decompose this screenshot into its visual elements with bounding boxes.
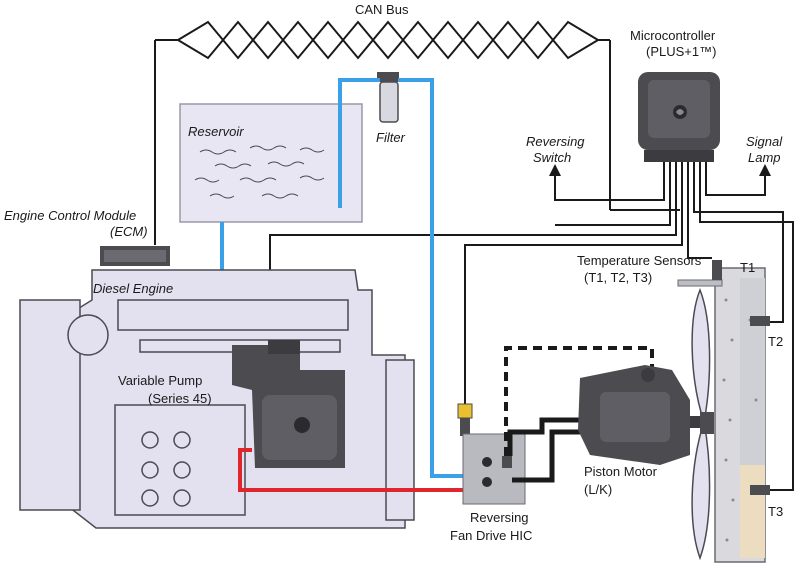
signal-lamp-arrow [759, 164, 771, 176]
signal-lamp-label: Signal [746, 134, 783, 149]
signal-lamp-sublabel: Lamp [748, 150, 781, 165]
ecm [100, 246, 170, 266]
case-drain-line [504, 346, 654, 456]
microcontroller-label: Microcontroller [630, 28, 716, 43]
variable-pump-sublabel: (Series 45) [148, 391, 212, 406]
hic-label: Reversing [470, 510, 529, 525]
filter [377, 72, 399, 123]
sensor-t2 [750, 316, 770, 326]
piston-motor-sublabel: (L/K) [584, 482, 612, 497]
piston-motor [578, 365, 712, 465]
variable-pump [232, 340, 345, 468]
hic-sublabel: Fan Drive HIC [450, 528, 532, 543]
ecm-label: Engine Control Module [4, 208, 136, 223]
ecm-sublabel: (ECM) [110, 224, 148, 239]
sensor-t3 [750, 485, 770, 495]
radiator [677, 267, 766, 563]
reservoir-label: Reservoir [188, 124, 244, 139]
can-bus [154, 20, 680, 245]
t2-label: T2 [768, 334, 783, 349]
t1-label: T1 [740, 260, 755, 275]
sensor-t1 [712, 260, 722, 280]
fan [691, 287, 714, 561]
piston-motor-label: Piston Motor [584, 464, 658, 479]
pressure-line [238, 448, 463, 492]
reversing-switch-sublabel: Switch [533, 150, 571, 165]
reversing-switch-label: Reversing [526, 134, 585, 149]
reversing-switch-arrow [549, 164, 561, 176]
can-bus-label: CAN Bus [355, 2, 409, 17]
microcontroller-sublabel: (PLUS+1™) [646, 44, 716, 59]
t3-label: T3 [768, 504, 783, 519]
temperature-sensors-label: Temperature Sensors [577, 253, 702, 268]
temperature-sensors-sublabel: (T1, T2, T3) [584, 270, 652, 285]
filter-label: Filter [376, 130, 406, 145]
variable-pump-label: Variable Pump [118, 373, 202, 388]
microcontroller [638, 72, 720, 162]
diesel-engine-label: Diesel Engine [93, 281, 173, 296]
reversing-fan-drive-hic [457, 403, 526, 505]
temperature-sensors [712, 260, 770, 495]
reservoir [179, 103, 363, 223]
motor-hoses [507, 417, 585, 483]
